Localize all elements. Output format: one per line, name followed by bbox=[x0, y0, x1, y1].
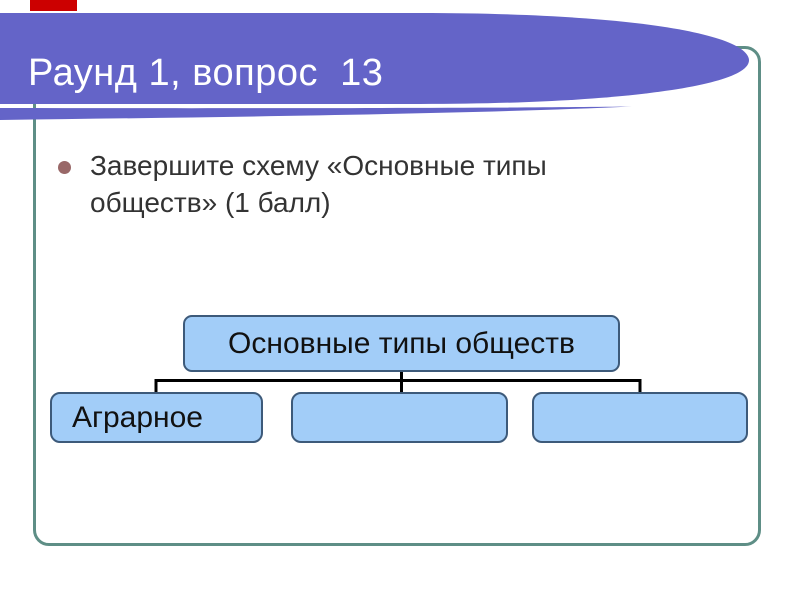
title-banner bbox=[0, 13, 750, 120]
diagram-child-label: Аграрное bbox=[72, 401, 203, 434]
banner-underline-sliver bbox=[0, 106, 632, 120]
red-accent-bar bbox=[30, 0, 77, 11]
diagram-root-box: Основные типы обществ bbox=[183, 315, 620, 372]
page-title: Раунд 1, вопрос 13 bbox=[28, 52, 384, 94]
diagram-child-box-empty-1 bbox=[291, 392, 508, 443]
bullet-dot bbox=[58, 161, 71, 174]
diagram-child-box-agrarian: Аграрное bbox=[50, 392, 263, 443]
bullet-text: Завершите схему «Основные типы обществ» … bbox=[90, 150, 547, 218]
diagram-child-box-empty-2 bbox=[532, 392, 748, 443]
banner-ellipse bbox=[0, 13, 750, 104]
diagram-root-label: Основные типы обществ bbox=[228, 327, 575, 360]
